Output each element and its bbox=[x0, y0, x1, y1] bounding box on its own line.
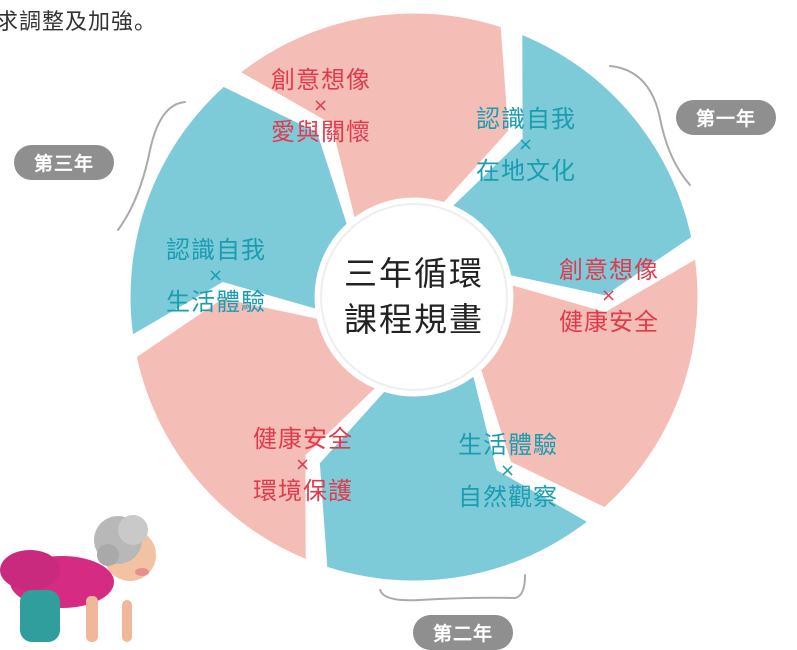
segment-label-2: 創意想像×健康安全 bbox=[559, 256, 659, 336]
first-year-badge: 第一年 bbox=[676, 100, 777, 135]
cycle-segment-3 bbox=[316, 372, 591, 584]
segment-label-3: 生活體驗×自然觀察 bbox=[458, 431, 558, 511]
cycle-segment-2 bbox=[478, 255, 701, 511]
elderly-woman-illustration bbox=[0, 515, 156, 642]
intro-text-fragment: 求調整及加強。 bbox=[0, 10, 158, 35]
segment-label-6: 創意想像×愛與關懷 bbox=[271, 66, 371, 146]
segment-label-1: 認識自我×在地文化 bbox=[476, 105, 576, 185]
second-year-bracket bbox=[379, 574, 526, 602]
third-year-badge: 第三年 bbox=[14, 145, 115, 180]
center-title: 三年循環 課程規畫 bbox=[344, 254, 484, 339]
segment-label-4: 健康安全×環境保護 bbox=[253, 425, 353, 505]
third-year-bracket bbox=[117, 101, 186, 231]
second-year-badge: 第二年 bbox=[413, 615, 514, 650]
center-circle bbox=[320, 203, 508, 391]
cycle-segment-1 bbox=[449, 31, 695, 299]
cycle-segment-5 bbox=[127, 83, 350, 339]
first-year-bracket bbox=[609, 65, 691, 186]
cycle-segment-6 bbox=[237, 10, 512, 222]
segment-label-5: 認識自我×生活體驗 bbox=[166, 236, 266, 316]
cycle-segment-4 bbox=[133, 295, 379, 563]
